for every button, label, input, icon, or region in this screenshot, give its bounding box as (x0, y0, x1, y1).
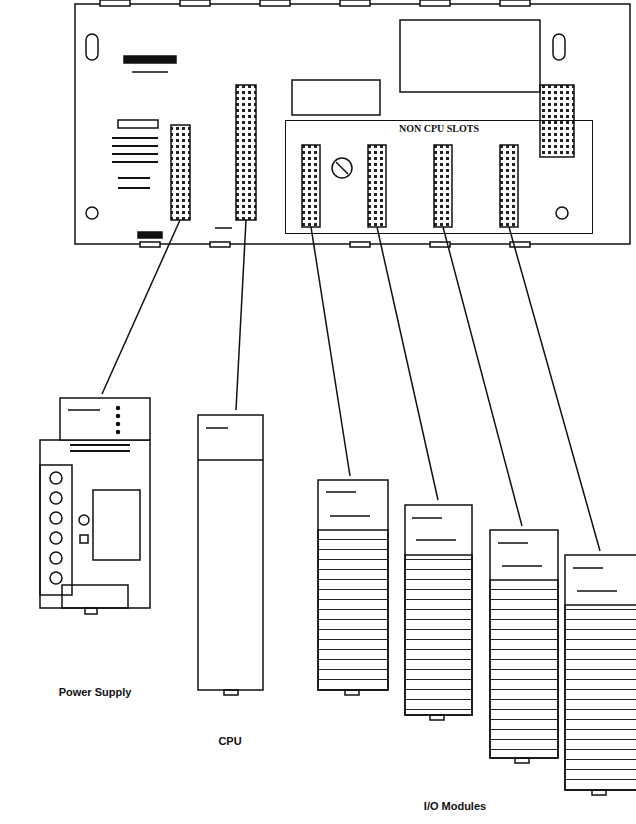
panel-heading: NON CPU SLOTS (286, 121, 592, 134)
cpu-module: CPU (176, 415, 284, 747)
module-caption: CPU (176, 735, 284, 747)
slot-panel: NON CPU SLOTS (285, 120, 593, 234)
module-caption: Power Supply (16, 686, 174, 698)
group-label: I/O Modules (422, 800, 488, 812)
power-supply-module: Power Supply (16, 398, 174, 698)
